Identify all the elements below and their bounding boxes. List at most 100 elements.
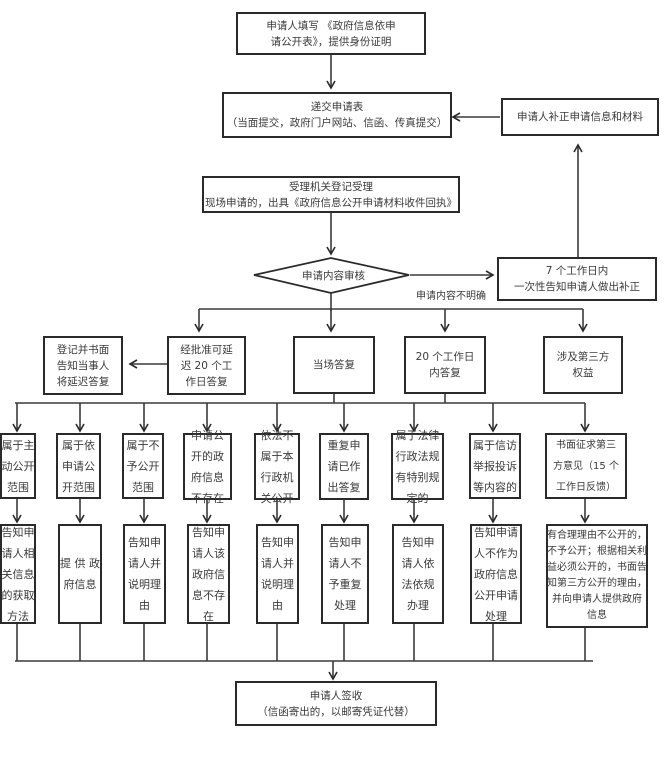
result-box-6-line: 告知申 [401, 536, 435, 549]
result-box-6-line: 法依规 [401, 578, 435, 591]
result-box-0-line: 关信息 [1, 567, 35, 581]
step-delay-notice: 登记并书面 告知当事人 将延迟答复 [43, 336, 123, 395]
result-box-4-line: 由 [272, 599, 283, 612]
case-box-6-line: 行政法规 [395, 449, 440, 463]
result-box-6-line: 请人依 [401, 557, 435, 570]
step-third-party-line2: 权益 [572, 367, 594, 379]
case-box-4-line: 行政机 [260, 470, 294, 484]
result-box-7-line: 公开申请 [474, 588, 518, 602]
step-fill-form-line2: 请公开表》，提供身份证明 [270, 35, 392, 48]
step-register: 受理机关登记受理 现场申请的，出具《政府信息公开申请材料收件回执》 [202, 176, 460, 213]
case-box-1-line: 属于依 [62, 438, 95, 452]
step-register-title: 受理机关登记受理 [289, 180, 373, 193]
case-box-8: 书面征求第三方意见（15 个工作日反馈） [545, 433, 627, 499]
case-box-5: 重复申请已作出答复 [319, 433, 369, 500]
case-box-7: 属于信访举报投诉等内容的 [469, 433, 521, 499]
step-20days-line1: 20 个工作日 [415, 351, 475, 363]
case-box-4-line: 关公开 [260, 491, 294, 505]
result-box-8-line: 知第三方公开的理由， [547, 578, 647, 589]
case-box-0: 属于主动公开范围 [0, 433, 36, 499]
result-box-6-line: 办理 [407, 599, 429, 612]
case-box-4-line: 属于本 [260, 449, 294, 463]
result-box-1: 提 供 政府信息 [58, 524, 102, 624]
result-box-3-line: 请人该 [192, 546, 225, 560]
result-box-2-line: 由 [139, 599, 150, 612]
case-box-5-line: 出答复 [327, 481, 361, 494]
step-submit: 递交申请表 （当面提交，政府门户网站、信函、传真提交） [222, 92, 452, 138]
case-box-3: 申请公开的政府信息不存在 [183, 429, 232, 505]
step-fill-form: 申请人填写 《政府信息依申 请公开表》，提供身份证明 [236, 12, 426, 55]
case-box-3-line: 不存在 [191, 491, 224, 505]
step-delay-line1: 登记并书面 [56, 343, 110, 356]
step-third-party: 涉及第三方 权益 [543, 336, 623, 394]
result-box-1-line: 提 供 政 [60, 557, 100, 570]
case-box-5-line: 重复申 [327, 439, 361, 452]
case-box-1: 属于依申请公开范围 [56, 433, 101, 499]
result-box-5-line: 处理 [334, 599, 356, 612]
step-signoff: 申请人签收 （信函寄出的，以邮寄凭证代替） [235, 681, 437, 726]
step-extend-line1: 经批准可延 [180, 343, 233, 356]
case-box-3-line: 申请公 [191, 428, 224, 442]
step-submit-detail: （当面提交，政府门户网站、信函、传真提交） [226, 117, 448, 129]
step-extend-line3: 作日答复 [185, 375, 228, 388]
case-box-0-line: 动公开 [1, 459, 35, 473]
result-box-1-line: 府信息 [63, 578, 97, 591]
decision-review [253, 257, 410, 294]
case-box-4: 依法不属于本行政机关公开 [254, 429, 300, 505]
result-box-0-line: 的获取 [1, 588, 35, 602]
result-box-7-line: 处理 [485, 609, 507, 623]
step-extend-line2: 迟 20 个工 [180, 359, 233, 372]
result-box-3-line: 在 [203, 609, 214, 623]
step-notify-supplement: 7 个工作日内 一次性告知申请人做出补正 [497, 257, 657, 301]
step-third-party-line1: 涉及第三方 [556, 351, 610, 363]
result-box-8: 有合理理由不公开的， 不予公开；根据相关利益必须公开的，书面告知第三方公开的理由，… [546, 524, 648, 628]
step-notify-line1: 7 个工作日内 [545, 265, 609, 277]
case-box-2-line: 属于不 [126, 438, 160, 452]
step-fill-form-line1: 申请人填写 《政府信息依申 [266, 19, 396, 32]
result-box-2-line: 告知申 [128, 536, 161, 549]
result-box-8-line: 有合理理由不公开的， [547, 530, 647, 541]
case-box-1-line: 申请公 [62, 459, 95, 473]
case-box-2-line: 予公开 [126, 459, 160, 473]
result-box-5-line: 请人不 [328, 557, 362, 570]
step-signoff-title: 申请人签收 [309, 689, 363, 702]
result-box-7-line: 人不作为 [474, 546, 518, 560]
step-delay-line2: 告知当事人 [56, 359, 110, 372]
case-box-8-line: 书面征求第三 [556, 439, 616, 451]
result-box-2-line: 请人并 [128, 557, 161, 570]
result-box-5-line: 予重复 [328, 578, 362, 591]
case-box-0-line: 范围 [7, 480, 29, 494]
result-box-8-line: 益必须公开的，书面告 [547, 562, 647, 573]
case-box-2: 属于不予公开范围 [122, 433, 164, 499]
case-box-7-line: 举报投诉 [473, 459, 517, 473]
case-box-7-line: 等内容的 [473, 480, 517, 494]
case-box-8-line: 工作日反馈） [556, 481, 616, 493]
result-box-8-line: 不予公开；根据相关利 [547, 546, 647, 557]
case-box-0-line: 属于主 [1, 438, 35, 452]
result-box-7: 告知申请人不作为政府信息公开申请处理 [470, 524, 522, 624]
case-box-5-line: 请已作 [327, 460, 361, 473]
step-supplement: 申请人补正申请信息和材料 [501, 98, 659, 136]
step-supplement-label: 申请人补正申请信息和材料 [517, 111, 643, 123]
result-box-4: 告知申请人并说明理由 [256, 524, 299, 624]
result-box-6: 告知申请人依法依规办理 [392, 524, 444, 624]
case-box-6-line: 定的 [406, 491, 429, 505]
result-box-3: 告知申请人该政府信息不存在 [187, 524, 230, 624]
case-box-7-line: 属于信访 [473, 438, 517, 452]
result-box-0-line: 告知申 [1, 525, 35, 539]
case-box-3-line: 府信息 [191, 470, 224, 484]
result-box-3-line: 息不存 [192, 588, 225, 602]
case-box-6-line: 有特别规 [395, 470, 440, 484]
result-box-3-line: 告知申 [192, 525, 225, 539]
result-box-0-line: 请人相 [1, 546, 35, 560]
step-20days-line2: 内答复 [429, 367, 461, 379]
result-box-5: 告知申请人不予重复处理 [321, 524, 369, 624]
case-box-8-line: 方意见（15 个 [553, 460, 619, 472]
step-register-detail: 现场申请的，出具《政府信息公开申请材料收件回执》 [205, 196, 457, 209]
result-box-7-line: 政府信息 [474, 567, 518, 581]
result-box-4-line: 说明理 [261, 578, 294, 591]
result-box-2: 告知申请人并说明理由 [123, 524, 166, 624]
step-signoff-detail: （信函寄出的，以邮寄凭证代替） [257, 705, 415, 718]
case-box-4-line: 依法不 [260, 428, 294, 442]
